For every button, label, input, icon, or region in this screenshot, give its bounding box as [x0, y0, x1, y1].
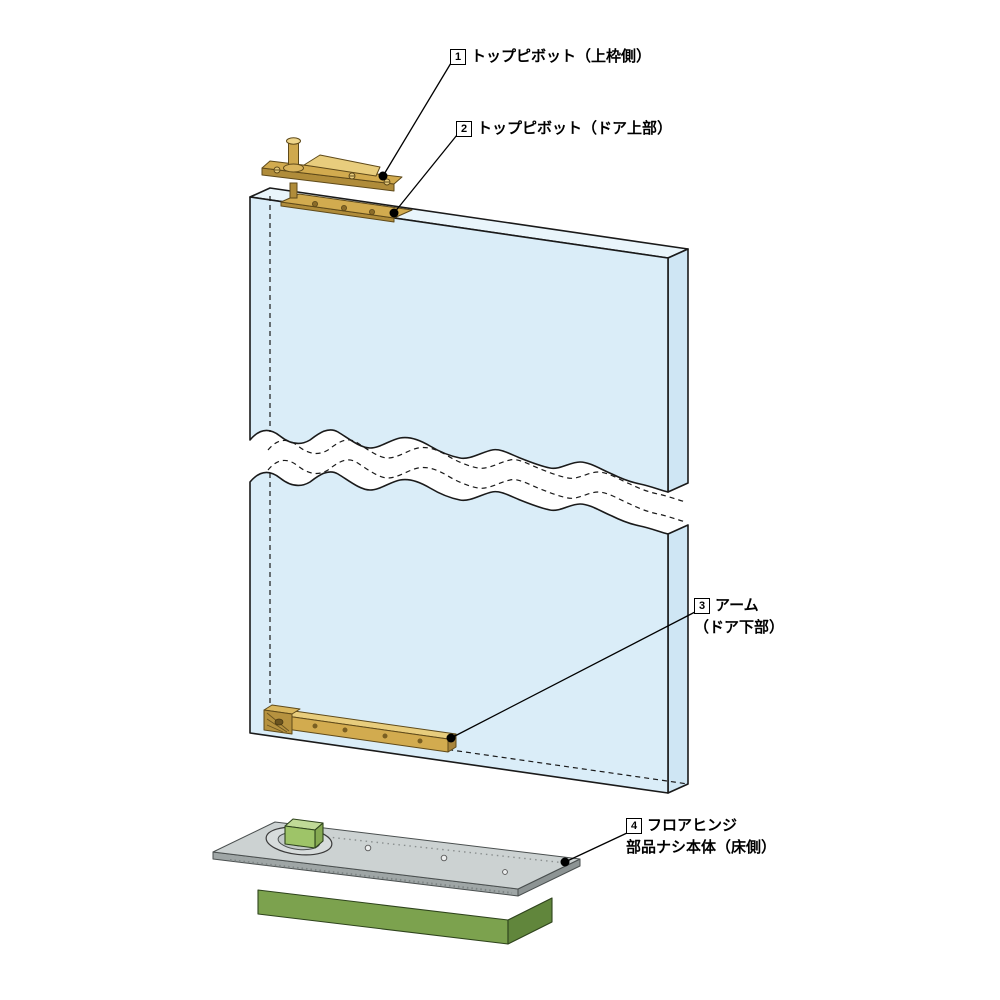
plate-texture-band-2 [299, 833, 567, 864]
hinge-body-front-face [257, 889, 509, 945]
hinge-body-right-face [507, 897, 553, 945]
callout-text-1: トップピボット（上枠側） [471, 48, 652, 65]
arm-screw-3 [382, 733, 388, 739]
callout-text-3: アーム [715, 597, 759, 614]
callout-label-1: 1 トップピボット（上枠側） [450, 47, 651, 67]
frame-plate-screw-slots [274, 169, 390, 183]
leader-line-2 [393, 134, 458, 214]
arm-screw-1 [312, 723, 318, 729]
leader-lines [378, 62, 696, 867]
callout-dot-1 [378, 171, 388, 181]
callout-text-4-line2: 部品ナシ本体（床側） [626, 838, 777, 856]
pivot-drop-rod [289, 182, 298, 199]
callout-number-4: 4 [626, 817, 642, 834]
arm-screw-4 [417, 738, 423, 744]
lower-door-right-face [667, 524, 689, 794]
plate-screw-2 [440, 854, 448, 862]
upper-door-front-face [249, 196, 669, 493]
door-plate-screw-2 [340, 204, 347, 211]
upper-door-right-face [667, 248, 689, 493]
top-pivot-door-side [280, 193, 413, 223]
top-pivot-frame-side [261, 137, 403, 199]
leader-line-4 [564, 832, 628, 863]
callout-number-2: 2 [456, 120, 472, 137]
callout-label-2: 2 トップピボット（ドア上部） [456, 119, 672, 139]
lower-door-hidden-bottom-edge [269, 723, 689, 785]
callout-dot-4 [560, 857, 570, 867]
arm-screw-2 [342, 727, 348, 733]
upper-door-torn-edge-hidden [267, 439, 687, 503]
arm-pivot-hole [274, 718, 284, 726]
leader-line-3 [450, 611, 696, 739]
callout-text-3-line2: （ドア下部） [694, 618, 785, 636]
pivot-pin-flange [283, 163, 304, 173]
pivot-pin-cap [286, 137, 301, 145]
callout-label-3: 3 アーム （ドア下部） [694, 596, 784, 637]
callout-text-2: トップピボット（ドア上部） [477, 120, 673, 137]
callout-dot-3 [446, 733, 456, 743]
callout-number-1: 1 [450, 48, 466, 65]
floor-hinge [212, 818, 581, 945]
pivot-bracket [303, 154, 381, 177]
plate-screw-3 [502, 869, 508, 875]
door-plate-screw-1 [311, 200, 318, 207]
lower-door-front-face [249, 471, 669, 794]
leader-line-1 [382, 62, 452, 177]
lower-door-panel [249, 459, 689, 794]
callout-label-4: 4 フロアヒンジ 部品ナシ本体（床側） [626, 816, 776, 857]
lower-door-torn-edge-hidden [267, 459, 687, 523]
door-plate-screw-3 [368, 208, 375, 215]
callout-text-4: フロアヒンジ [647, 817, 738, 834]
plate-screw-1 [364, 844, 372, 852]
callout-dot-2 [389, 208, 399, 218]
spindle-insert-front [284, 825, 316, 849]
upper-door-panel [249, 187, 689, 503]
callout-number-3: 3 [694, 597, 710, 614]
